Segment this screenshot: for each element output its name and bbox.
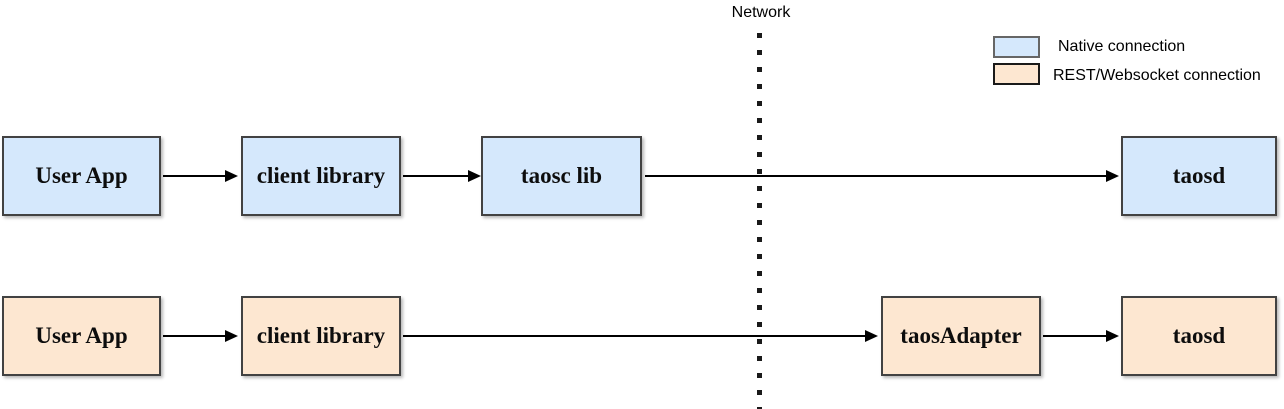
network-divider-dotted-line xyxy=(757,33,762,409)
arrowhead-icon xyxy=(1106,170,1119,182)
arrow-clientlibrary-to-taosclib xyxy=(403,170,481,182)
arrowhead-icon xyxy=(225,170,238,182)
box-taosadapter: taosAdapter xyxy=(881,296,1041,376)
box-user-app-rest: User App xyxy=(2,296,161,376)
legend-label-rest: REST/Websocket connection xyxy=(1053,67,1261,84)
arrowhead-icon xyxy=(468,170,481,182)
legend-swatch-rest xyxy=(993,63,1040,85)
network-label: Network xyxy=(731,4,791,21)
arrow-userapp-to-clientlibrary-native xyxy=(163,170,238,182)
arrowhead-icon xyxy=(865,330,878,342)
box-taosd-native: taosd xyxy=(1121,136,1277,216)
legend-label-native: Native connection xyxy=(1058,38,1186,55)
arrowhead-icon xyxy=(225,330,238,342)
arrowhead-icon xyxy=(1106,330,1119,342)
arrow-userapp-to-clientlibrary-rest xyxy=(163,330,238,342)
arrow-clientlibrary-to-taosadapter xyxy=(403,330,878,342)
arrow-taosclib-to-taosd xyxy=(645,170,1119,182)
box-taosc-lib: taosc lib xyxy=(481,136,642,216)
box-taosd-rest: taosd xyxy=(1121,296,1277,376)
legend-swatch-native xyxy=(993,36,1040,58)
box-user-app-native: User App xyxy=(2,136,161,216)
arrow-taosadapter-to-taosd xyxy=(1043,330,1119,342)
box-client-library-native: client library xyxy=(241,136,401,216)
box-client-library-rest: client library xyxy=(241,296,401,376)
